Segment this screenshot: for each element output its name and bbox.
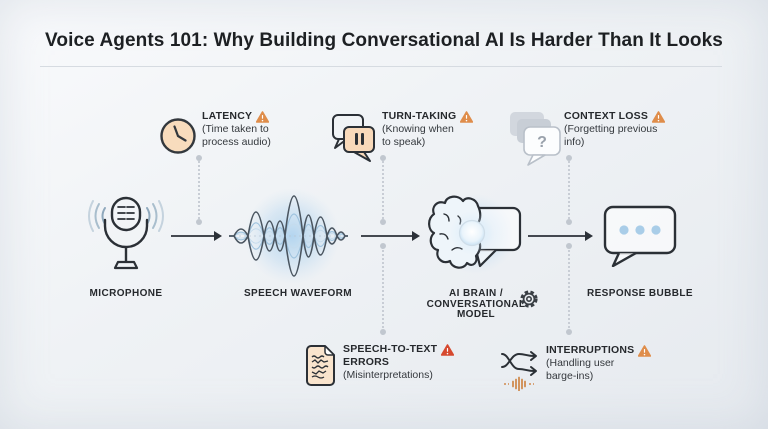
arrow-right-icon [361, 231, 420, 241]
microphone-icon [88, 196, 164, 270]
connector-interruptions [566, 243, 572, 335]
waveform-icon [229, 188, 348, 284]
context-loss-desc: (Forgetting previous info) [564, 123, 658, 148]
title-divider [40, 66, 722, 67]
stt-errors-desc: (Misinterpretations) [343, 369, 433, 381]
response-label: RESPONSE BUBBLE [586, 288, 693, 299]
turn-taking-annotation: TURN-TAKING (Knowing when to speak) [382, 110, 510, 148]
warning-icon [460, 110, 474, 123]
latency-desc: (Time taken to process audio) [202, 123, 271, 148]
stt-errors-label-2: ERRORS [343, 356, 390, 368]
latency-label: LATENCY [202, 110, 253, 122]
turn-taking-label: TURN-TAKING [382, 110, 457, 122]
stt-errors-annotation: SPEECH-TO-TEXT ERRORS (Misinterpretation… [343, 343, 471, 382]
interruptions-label: INTERRUPTIONS [546, 344, 635, 356]
connector-latency [196, 155, 202, 225]
page-title: Voice Agents 101: Why Building Conversat… [45, 30, 723, 51]
interruptions-annotation: INTERRUPTIONS (Handling user barge-ins) [546, 344, 674, 382]
clock-icon [160, 118, 196, 154]
connector-context-loss [566, 155, 572, 225]
crossing-arrows-icon [501, 351, 537, 391]
interruptions-desc: (Handling user barge-ins) [546, 357, 615, 382]
waveform-label: SPEECH WAVEFORM [243, 288, 353, 299]
arrow-right-icon [171, 231, 222, 241]
pause-chat-icon [332, 114, 375, 162]
document-icon [306, 345, 335, 386]
arrow-right-icon [528, 231, 593, 241]
stt-errors-label: SPEECH-TO-TEXT [343, 343, 438, 355]
warning-icon [256, 110, 270, 123]
turn-taking-desc: (Knowing when to speak) [382, 123, 454, 148]
connector-stt-errors [380, 243, 386, 335]
context-loss-label: CONTEXT LOSS [564, 110, 649, 122]
warning-icon [638, 344, 652, 357]
warning-icon [441, 343, 455, 356]
question-glyph: ? [537, 134, 547, 151]
microphone-label: MICROPHONE [89, 288, 163, 299]
brain-bubble-icon [428, 194, 522, 274]
context-loss-annotation: CONTEXT LOSS (Forgetting previous info) [564, 110, 692, 148]
stacked-chat-icon: ? [510, 112, 561, 166]
connector-turn-taking [380, 155, 386, 225]
warning-icon [652, 110, 666, 123]
response-bubble-icon [603, 205, 677, 267]
latency-annotation: LATENCY (Time taken to process audio) [202, 110, 330, 148]
gear-icon [520, 290, 538, 308]
brain-label: AI BRAIN / CONVERSATIONAL MODEL [426, 288, 526, 320]
